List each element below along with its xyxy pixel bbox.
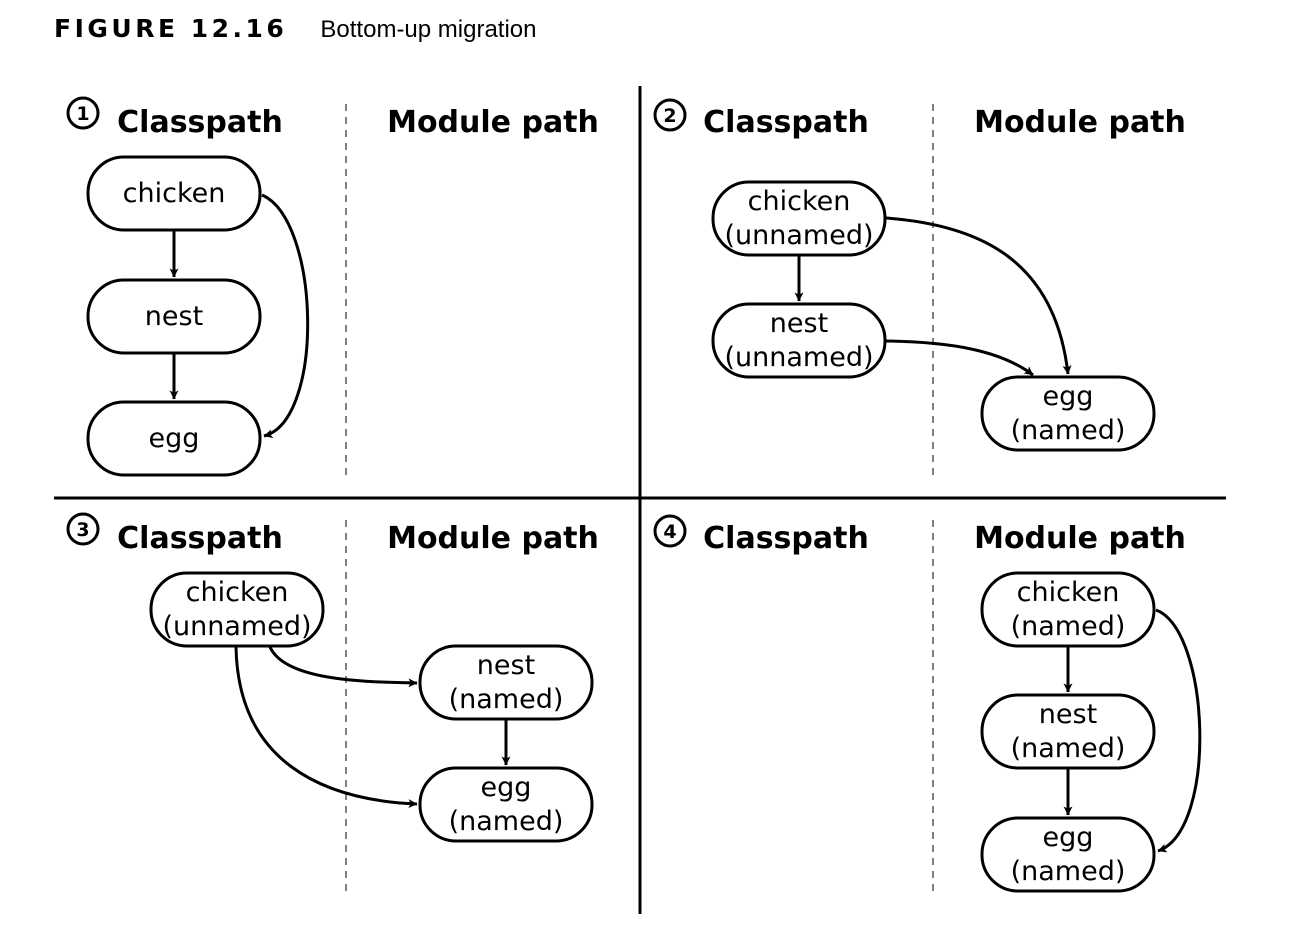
classpath-header: Classpath bbox=[703, 521, 869, 556]
node-egg bbox=[980, 816, 1156, 893]
node-egg bbox=[980, 375, 1156, 452]
node-egg bbox=[418, 766, 594, 843]
modulepath-header: Module path bbox=[974, 521, 1186, 556]
panel-number: 1 bbox=[76, 103, 89, 125]
panel-3: 3 Classpath Module path chicken (unnamed… bbox=[66, 512, 599, 843]
node-nest-label: nest bbox=[770, 308, 828, 339]
panel-number: 3 bbox=[76, 519, 89, 541]
edge-nest-egg bbox=[885, 339, 1034, 377]
node-chicken bbox=[149, 571, 325, 648]
figure-caption: FIGURE 12.16 Bottom-up migration bbox=[54, 14, 537, 44]
panel-2: 2 Classpath Module path chicken (unnamed… bbox=[653, 98, 1186, 452]
modulepath-header: Module path bbox=[387, 521, 599, 556]
node-egg-sublabel: (named) bbox=[1011, 856, 1126, 887]
node-chicken-label: chicken bbox=[748, 186, 851, 217]
panel-number: 4 bbox=[663, 521, 676, 543]
node-egg-label: egg bbox=[149, 423, 200, 454]
node-nest-label: nest bbox=[145, 301, 203, 332]
node-nest-sublabel: (named) bbox=[449, 684, 564, 715]
modulepath-header: Module path bbox=[387, 105, 599, 140]
panel-1: 1 Classpath Module path chicken nest egg bbox=[66, 96, 599, 477]
node-nest bbox=[980, 693, 1156, 770]
classpath-header: Classpath bbox=[117, 105, 283, 140]
node-egg-label: egg bbox=[1043, 381, 1094, 412]
node-chicken bbox=[980, 571, 1156, 648]
panel-number-badge bbox=[66, 512, 100, 546]
edge-chicken-egg bbox=[261, 193, 310, 439]
figure-title: Bottom-up migration bbox=[320, 16, 537, 43]
node-egg bbox=[86, 400, 262, 477]
node-chicken bbox=[86, 155, 262, 232]
node-nest bbox=[711, 302, 887, 379]
edge-chicken-nest bbox=[268, 646, 418, 688]
node-nest-label: nest bbox=[477, 650, 535, 681]
node-chicken-label: chicken bbox=[123, 178, 226, 209]
classpath-header: Classpath bbox=[703, 105, 869, 140]
panel-number-badge bbox=[66, 96, 100, 130]
node-egg-label: egg bbox=[481, 772, 532, 803]
modulepath-header: Module path bbox=[974, 105, 1186, 140]
node-nest-label: nest bbox=[1039, 699, 1097, 730]
node-chicken-sublabel: (unnamed) bbox=[724, 220, 873, 251]
node-chicken-label: chicken bbox=[1017, 577, 1120, 608]
node-nest-sublabel: (named) bbox=[1011, 733, 1126, 764]
node-egg-sublabel: (named) bbox=[1011, 415, 1126, 446]
node-egg-label: egg bbox=[1043, 822, 1094, 853]
figure-label: FIGURE 12.16 bbox=[54, 14, 288, 43]
edge-chicken-egg bbox=[234, 646, 418, 809]
panel-4: 4 Classpath Module path chicken (named) … bbox=[653, 514, 1202, 893]
node-chicken-sublabel: (named) bbox=[1011, 611, 1126, 642]
edge-chicken-egg bbox=[885, 216, 1072, 375]
panel-number-badge bbox=[653, 514, 687, 548]
node-chicken-sublabel: (unnamed) bbox=[162, 611, 311, 642]
node-nest bbox=[86, 278, 262, 355]
panel-number-badge bbox=[653, 98, 687, 132]
classpath-header: Classpath bbox=[117, 521, 283, 556]
node-egg-sublabel: (named) bbox=[449, 806, 564, 837]
node-chicken-label: chicken bbox=[186, 577, 289, 608]
edge-chicken-egg bbox=[1155, 608, 1202, 853]
node-nest bbox=[418, 644, 594, 721]
node-chicken bbox=[711, 180, 887, 257]
panel-number: 2 bbox=[663, 105, 676, 127]
node-nest-sublabel: (unnamed) bbox=[724, 342, 873, 373]
